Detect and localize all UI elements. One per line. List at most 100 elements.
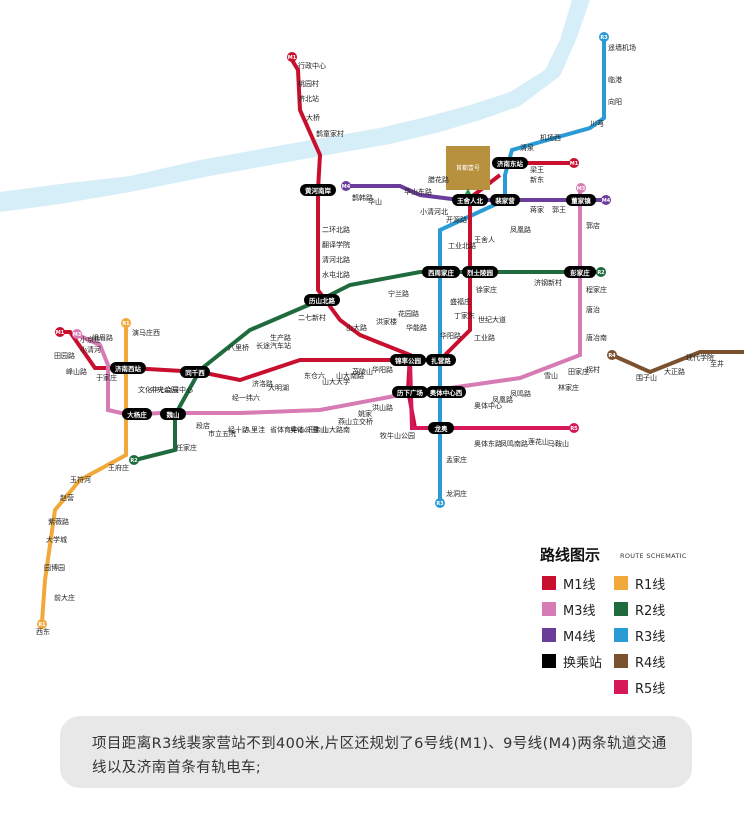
svg-text:二七新村: 二七新村 <box>298 313 326 322</box>
svg-text:长途汽车站: 长途汽车站 <box>256 341 291 350</box>
svg-text:盛福庄: 盛福庄 <box>450 297 471 306</box>
legend-swatch-r3 <box>614 628 628 642</box>
svg-text:济南西站: 济南西站 <box>115 364 142 373</box>
metro-map: M1 R3 M4 M1 M4 M3 R2 R4 R5 R3 M1 M3 R1 R… <box>0 0 744 636</box>
svg-text:M3: M3 <box>73 332 82 338</box>
transfer-station-peijiaying: 裴家营 <box>490 194 520 206</box>
m3-line <box>77 190 582 418</box>
svg-text:清河北路: 清河北路 <box>322 255 350 264</box>
transfer-station-weishan: 魏山 <box>160 408 186 420</box>
svg-text:凤凰路: 凤凰路 <box>492 395 513 404</box>
svg-text:八里桥: 八里桥 <box>228 343 249 352</box>
svg-text:华阳路: 华阳路 <box>440 331 461 340</box>
svg-text:R2: R2 <box>130 458 138 464</box>
svg-text:华山: 华山 <box>368 197 382 206</box>
svg-text:大杨庄: 大杨庄 <box>127 410 147 419</box>
svg-text:清泉: 清泉 <box>520 143 534 152</box>
r2-line <box>134 270 600 462</box>
svg-text:裴家营: 裴家营 <box>494 196 515 205</box>
legend-item-m3: M3线 <box>542 600 596 619</box>
svg-text:花园路: 花园路 <box>398 309 419 318</box>
svg-text:行政中心: 行政中心 <box>298 61 326 70</box>
svg-text:M1: M1 <box>56 330 65 336</box>
svg-text:董家镇: 董家镇 <box>571 196 591 205</box>
svg-text:M3: M3 <box>577 186 586 192</box>
svg-text:紫薇路: 紫薇路 <box>48 517 69 526</box>
svg-text:锦率公园: 锦率公园 <box>395 356 422 365</box>
badge-r4-right: R4 <box>607 350 617 360</box>
badge-r5-right: R5 <box>569 423 579 433</box>
svg-text:雪山: 雪山 <box>544 371 558 380</box>
transfer-station-huanghe-south: 黄河南岸 <box>300 184 336 196</box>
svg-text:梁王: 梁王 <box>530 165 544 174</box>
svg-text:田家庄: 田家庄 <box>568 367 589 376</box>
svg-text:文化中心: 文化中心 <box>138 385 166 394</box>
m4-line <box>346 184 605 202</box>
svg-text:龙奥: 龙奥 <box>434 424 449 433</box>
svg-text:郭王: 郭王 <box>552 205 566 214</box>
svg-text:王舍人北: 王舍人北 <box>457 196 484 205</box>
svg-text:洪家楼: 洪家楼 <box>376 317 397 326</box>
svg-text:M1: M1 <box>570 161 579 167</box>
svg-text:黄河南岸: 黄河南岸 <box>305 186 332 195</box>
svg-text:R4: R4 <box>608 353 616 359</box>
badge-m1-right: M1 <box>569 158 579 168</box>
transfer-station-tongqian: 同千西 <box>180 366 210 378</box>
transfer-station-zhaying: 扎营路 <box>426 354 456 366</box>
svg-text:王舍人: 王舍人 <box>474 235 495 244</box>
svg-text:华能路: 华能路 <box>406 323 427 332</box>
svg-text:牧牛山公园: 牧牛山公园 <box>380 431 415 440</box>
svg-text:R1: R1 <box>122 321 130 327</box>
transfer-station-lishan-north: 历山北路 <box>304 294 340 306</box>
svg-text:郭店: 郭店 <box>586 221 600 230</box>
svg-text:生产路: 生产路 <box>270 333 291 342</box>
legend-item-m1: M1线 <box>542 574 596 593</box>
svg-text:峰山路: 峰山路 <box>66 367 87 376</box>
svg-text:东仓六: 东仓六 <box>304 371 325 380</box>
svg-text:孟家庄: 孟家庄 <box>446 455 467 464</box>
svg-text:济北站: 济北站 <box>298 94 319 103</box>
transfer-station-aoti-west: 奥体中心西 <box>426 386 466 398</box>
legend-subtitle: ROUTE SCHEMATIC <box>620 552 687 560</box>
svg-text:市立五院: 市立五院 <box>208 429 236 438</box>
svg-text:二环北路: 二环北路 <box>322 225 350 234</box>
legend-item-r5: R5线 <box>614 678 665 697</box>
svg-text:历下广场: 历下广场 <box>397 388 424 397</box>
badge-r3-bottom: R3 <box>435 498 445 508</box>
legend-label-r3: R3线 <box>635 629 666 645</box>
svg-text:大正路: 大正路 <box>664 367 685 376</box>
svg-text:临港: 临港 <box>608 75 622 84</box>
legend-swatch-r1 <box>614 576 628 590</box>
svg-text:任家庄: 任家庄 <box>176 443 197 452</box>
transfer-station-jinan-west: 济南西站 <box>110 362 146 374</box>
badge-m4-left: M4 <box>341 181 351 191</box>
svg-text:唐冶南: 唐冶南 <box>586 333 607 342</box>
svg-text:济洛路: 济洛路 <box>252 379 273 388</box>
svg-text:蒋家: 蒋家 <box>530 205 544 214</box>
svg-text:园博园: 园博园 <box>44 563 65 572</box>
svg-text:经一纬六: 经一纬六 <box>232 393 260 402</box>
badge-r2-bottom: R2 <box>129 455 139 465</box>
svg-text:工业路: 工业路 <box>474 333 495 342</box>
svg-text:赵营: 赵营 <box>60 493 74 502</box>
svg-text:八里洼: 八里洼 <box>244 425 265 434</box>
svg-text:M4: M4 <box>342 184 351 190</box>
svg-text:历山北路: 历山北路 <box>309 296 336 305</box>
project-note-text: 项目距离R3线裴家营站不到400米,片区还规划了6号线(M1)、9号线(M4)两… <box>92 736 667 776</box>
svg-text:玉符河: 玉符河 <box>70 475 91 484</box>
svg-text:山大路南: 山大路南 <box>322 425 350 434</box>
transfer-station-jinshi: 锦率公园 <box>390 354 426 366</box>
svg-text:M1: M1 <box>288 55 297 61</box>
svg-text:大学城: 大学城 <box>46 535 67 544</box>
svg-text:华山东路: 华山东路 <box>404 187 432 196</box>
svg-text:千佛山: 千佛山 <box>306 425 327 434</box>
svg-text:R3: R3 <box>600 35 608 41</box>
svg-text:工业北路: 工业北路 <box>448 241 476 250</box>
transfer-station-dongjia: 董家镇 <box>566 194 596 206</box>
svg-text:唐治: 唐治 <box>586 305 600 314</box>
svg-text:凤鸣南路: 凤鸣南路 <box>500 439 528 448</box>
badge-r3-top: R3 <box>599 32 609 42</box>
svg-text:至井: 至井 <box>710 359 724 368</box>
svg-text:新东: 新东 <box>530 175 544 184</box>
svg-text:大桥: 大桥 <box>306 113 320 122</box>
